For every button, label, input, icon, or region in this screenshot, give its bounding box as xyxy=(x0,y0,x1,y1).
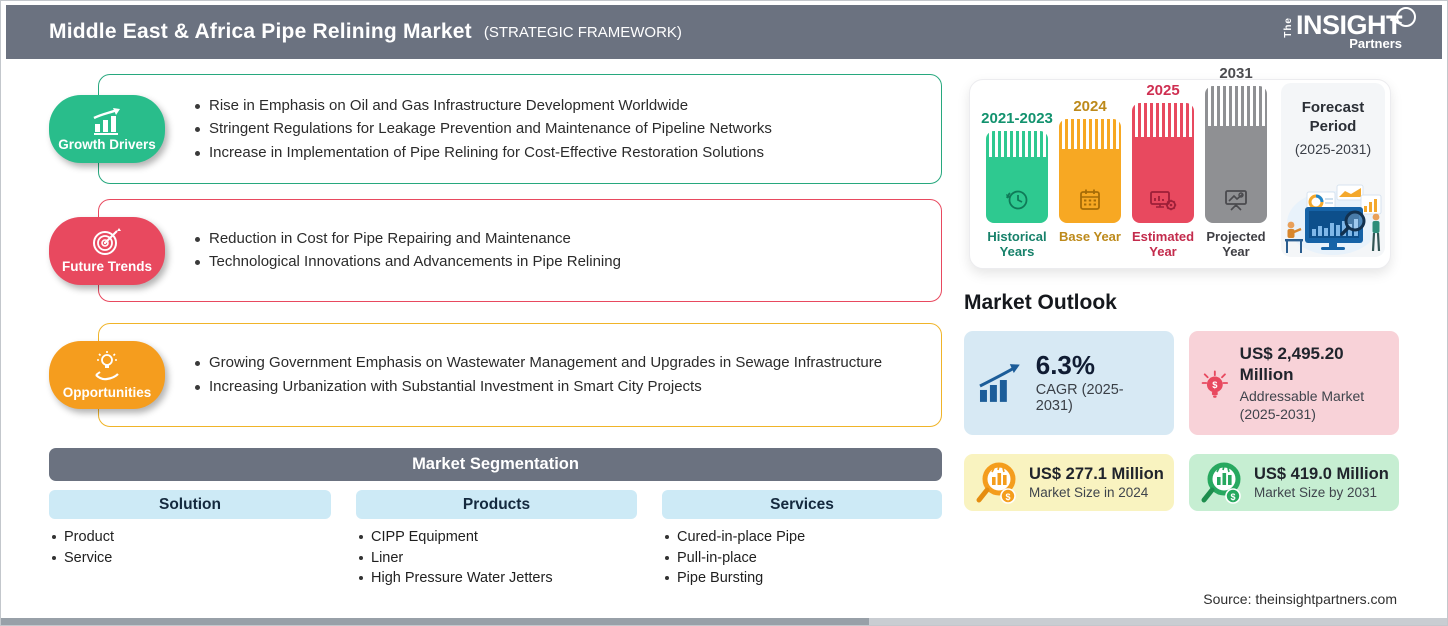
driver-bullet: Stringent Regulations for Leakage Preven… xyxy=(193,120,941,138)
list-item: CIPP Equipment xyxy=(356,527,637,548)
cagr-label: CAGR (2025-2031) xyxy=(1035,381,1124,414)
history-clock-icon xyxy=(1006,190,1028,210)
bar-chart-up-icon xyxy=(93,107,120,135)
market-size-2031-label: Market Size by 2031 xyxy=(1254,485,1378,501)
target-dart-icon xyxy=(93,228,121,255)
bulb-dollar-icon: $ xyxy=(1201,370,1229,398)
growth-drivers-list: Rise in Emphasis on Oil and Gas Infrastr… xyxy=(193,91,941,167)
opportunities-section: Growing Government Emphasis on Wastewate… xyxy=(49,323,942,427)
year-label: 2025 xyxy=(1146,82,1180,99)
svg-text:$: $ xyxy=(1212,380,1218,390)
magnifier-icon xyxy=(1396,6,1416,27)
addressable-market-value: US$ 2,495.20 Million xyxy=(1239,344,1344,385)
market-outlook-title: Market Outlook xyxy=(964,291,1117,314)
year-label: 2024 xyxy=(1073,98,1107,115)
future-trends-box: Reduction in Cost for Pipe Repairing and… xyxy=(98,199,942,302)
future-trends-list: Reduction in Cost for Pipe Repairing and… xyxy=(193,224,941,277)
year-label: 2021-2023 xyxy=(981,110,1053,127)
list-item: Product xyxy=(49,527,331,548)
list-item: Liner xyxy=(356,548,637,569)
list-item: Pull-in-place xyxy=(662,548,942,569)
header-bar: Middle East & Africa Pipe Relining Marke… xyxy=(6,5,1442,59)
trend-bullet: Technological Innovations and Advancemen… xyxy=(193,253,941,271)
svg-text:$: $ xyxy=(1005,492,1010,502)
bar-caption: Historical Years xyxy=(987,229,1047,259)
timeline-bar-estimated: 2025 Estimated Year xyxy=(1132,82,1194,260)
market-size-2031-card: $ US$ 419.0 Million Market Size by 2031 xyxy=(1189,454,1399,511)
bar-caption: Base Year xyxy=(1059,229,1121,244)
market-segmentation-header: Market Segmentation xyxy=(49,448,942,481)
logo-insight: INSIGHT xyxy=(1295,9,1403,40)
idea-hand-bulb-icon xyxy=(95,350,119,380)
list-item: Service xyxy=(49,548,331,569)
growth-arrow-icon xyxy=(979,364,1020,402)
logo-the: The xyxy=(1282,16,1294,38)
magnifier-chart-green-icon: $ xyxy=(1201,462,1241,504)
trend-bullet: Reduction in Cost for Pipe Repairing and… xyxy=(193,230,941,248)
scrollbar-thumb[interactable] xyxy=(1,618,869,625)
badge-label: Future Trends xyxy=(61,259,152,274)
addressable-market-label: Addressable Market (2025-2031) xyxy=(1239,387,1365,422)
badge-label: Growth Drivers xyxy=(58,136,156,152)
source-text: Source: theinsightpartners.com xyxy=(1203,591,1397,607)
addressable-market-card: $ US$ 2,495.20 Million Addressable Marke… xyxy=(1189,331,1399,435)
future-trends-badge: Future Trends xyxy=(49,216,165,285)
timeline-bar-historical: 2021-2023 Historical Years xyxy=(981,110,1053,260)
forecast-period-panel: Forecast Period (2025-2031) xyxy=(1281,83,1385,257)
column-header: Services xyxy=(662,490,942,519)
driver-bullet: Increase in Implementation of Pipe Relin… xyxy=(193,144,941,162)
opportunities-box: Growing Government Emphasis on Wastewate… xyxy=(98,323,942,427)
cagr-value: 6.3% xyxy=(1035,350,1096,381)
market-size-2024-value: US$ 277.1 Million xyxy=(1029,464,1164,483)
page-subtitle: (STRATEGIC FRAMEWORK) xyxy=(483,23,682,41)
magnifier-chart-orange-icon: $ xyxy=(976,462,1016,504)
timeline-bar-base: 2024 Base Year xyxy=(1059,98,1121,260)
opportunity-bullet: Increasing Urbanization with Substantial… xyxy=(193,378,941,396)
segmentation-title: Market Segmentation xyxy=(412,455,579,473)
driver-bullet: Rise in Emphasis on Oil and Gas Infrastr… xyxy=(193,97,941,115)
future-trends-section: Reduction in Cost for Pipe Repairing and… xyxy=(49,199,942,302)
bar-caption: Estimated Year xyxy=(1131,229,1195,259)
opportunity-bullet: Growing Government Emphasis on Wastewate… xyxy=(193,354,941,372)
market-size-2024-label: Market Size in 2024 xyxy=(1029,485,1149,501)
badge-label: Opportunities xyxy=(62,384,152,400)
timeline-bar-projected: 2031 Projected Year xyxy=(1205,65,1267,260)
column-header: Solution xyxy=(49,490,331,519)
opportunities-badge: Opportunities xyxy=(49,341,165,409)
analytics-illustration xyxy=(1285,184,1382,255)
logo-partners: Partners xyxy=(1349,36,1402,52)
opportunities-list: Growing Government Emphasis on Wastewate… xyxy=(193,349,941,402)
growth-drivers-badge: Growth Drivers xyxy=(49,95,165,163)
forecast-period-range: (2025-2031) xyxy=(1294,140,1372,157)
svg-text:$: $ xyxy=(1230,492,1235,502)
cagr-card: 6.3% CAGR (2025-2031) xyxy=(964,331,1174,435)
growth-drivers-box: Rise in Emphasis on Oil and Gas Infrastr… xyxy=(98,74,942,184)
horizontal-scrollbar[interactable] xyxy=(1,618,1447,625)
year-label: 2031 xyxy=(1219,65,1253,82)
projection-board-icon xyxy=(1225,190,1247,211)
calendar-icon xyxy=(1080,189,1100,210)
page-title: Middle East & Africa Pipe Relining Marke… xyxy=(49,20,472,43)
bar-caption: Projected Year xyxy=(1206,229,1266,259)
insight-partners-logo: The INSIGHT Partners xyxy=(1282,6,1416,52)
market-size-2031-value: US$ 419.0 Million xyxy=(1254,464,1389,483)
growth-drivers-section: Rise in Emphasis on Oil and Gas Infrastr… xyxy=(49,74,942,184)
monitor-gear-icon xyxy=(1150,191,1177,211)
market-size-2024-card: $ US$ 277.1 Million Market Size in 2024 xyxy=(964,454,1174,511)
study-timeline-card: 2021-2023 Historical Years 2024 xyxy=(969,65,1391,269)
list-item: Pipe Bursting xyxy=(662,568,942,589)
column-header: Products xyxy=(356,490,637,519)
forecast-period-label: Forecast Period xyxy=(1301,99,1365,135)
list-item: Cured-in-place Pipe xyxy=(662,527,942,548)
list-item: High Pressure Water Jetters xyxy=(356,568,637,589)
